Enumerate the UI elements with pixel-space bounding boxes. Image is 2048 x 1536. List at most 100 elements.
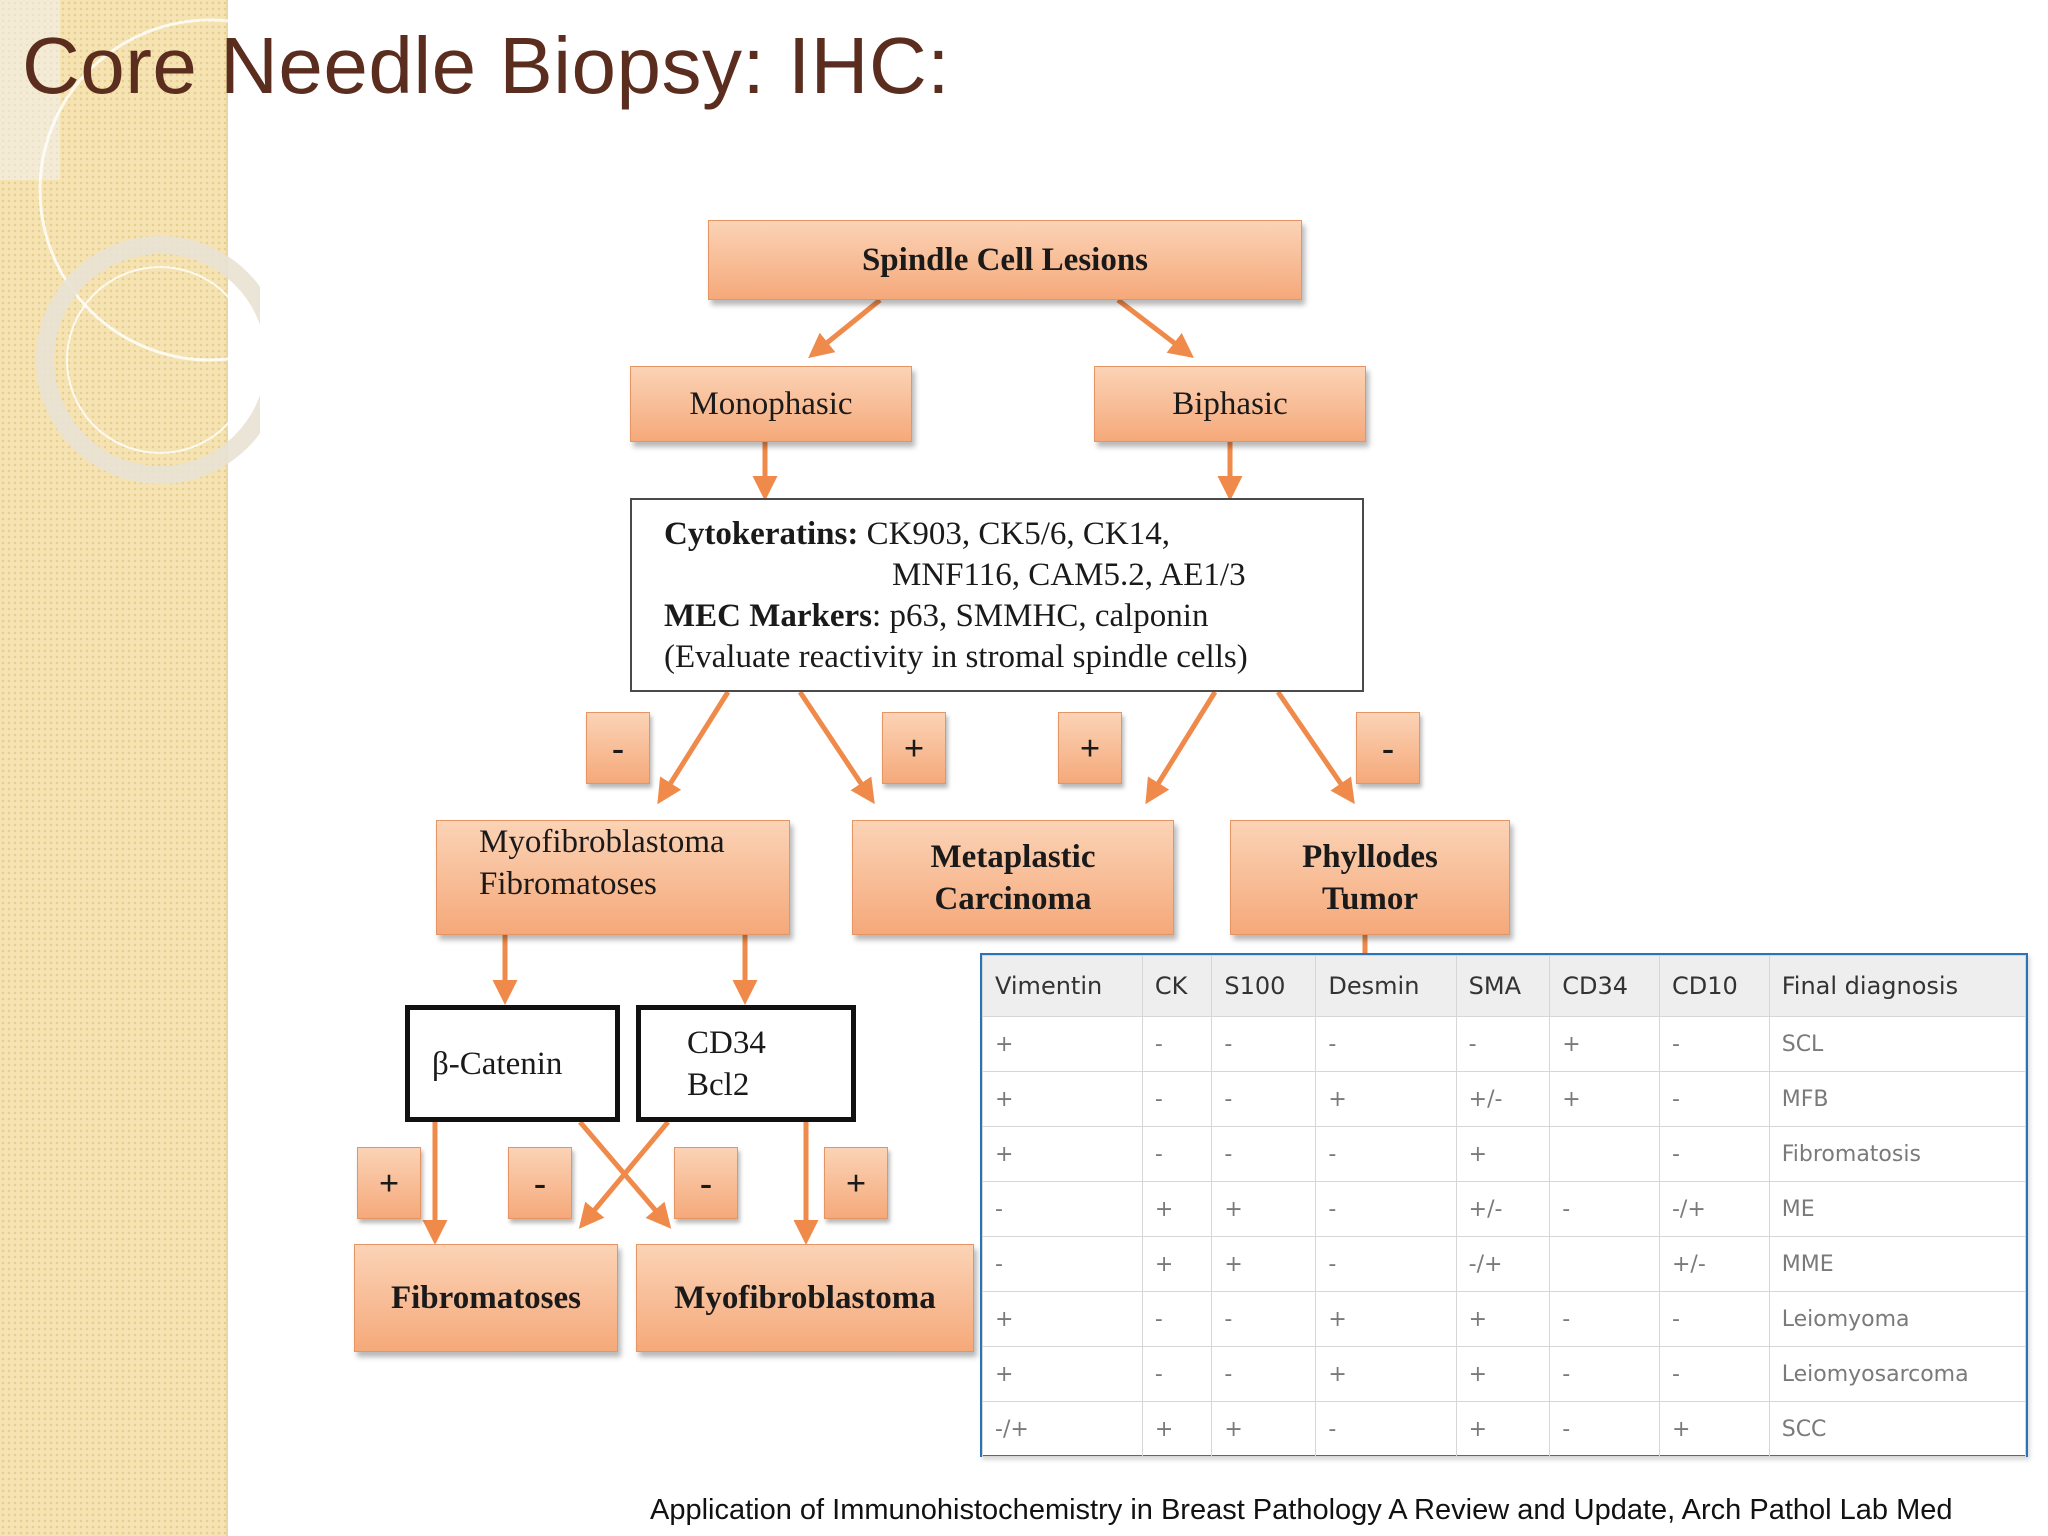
cytokeratins-list-2: MNF116, CAM5.2, AE1/3: [892, 557, 1246, 593]
mec-line: MEC Markers: p63, SMMHC, calponin: [664, 596, 1362, 637]
citation: Application of Immunohistochemistry in B…: [650, 1494, 1953, 1526]
node-spindle-cell-lesions: Spindle Cell Lesions: [708, 220, 1302, 300]
node-marker-panel: Cytokeratins: CK903, CK5/6, CK14, MNF116…: [630, 498, 1364, 692]
arrow-cd34-fibromatoses: [578, 1120, 670, 1229]
table-header-cell: Vimentin: [982, 955, 1143, 1017]
table-cell: -: [1211, 1071, 1317, 1127]
table-cell: +: [1211, 1236, 1317, 1292]
sign-negative-4: -: [674, 1147, 738, 1219]
cytokeratins-label: Cytokeratins:: [664, 516, 859, 552]
table-cell: -: [1141, 1071, 1213, 1127]
table-row: + - - - - + - SCL: [982, 1016, 2027, 1072]
table-header-row: Vimentin CK S100 Desmin SMA CD34 CD10 Fi…: [982, 955, 2027, 1017]
table-cell: ME: [1768, 1181, 2027, 1237]
table-cell: -: [1315, 1016, 1457, 1072]
arrow-root-biphasic: [1116, 298, 1194, 359]
table-cell: -: [1455, 1016, 1551, 1072]
table-cell: -: [982, 1181, 1143, 1237]
table-cell: +: [982, 1016, 1143, 1072]
table-row: + - - + + - - Leiomyosarcoma: [982, 1346, 2027, 1402]
table-cell: -: [1211, 1016, 1317, 1072]
table-cell: +: [1315, 1291, 1457, 1347]
table-cell: [1549, 1236, 1660, 1292]
sign-negative-1: -: [586, 712, 650, 784]
sign-negative-3: -: [508, 1147, 572, 1219]
table-cell: -/+: [1658, 1181, 1770, 1237]
node-label-line-1: Metaplastic: [930, 838, 1096, 875]
table-cell: -: [1315, 1236, 1457, 1292]
evaluation-note: (Evaluate reactivity in stromal spindle …: [664, 639, 1248, 675]
table-cell: +: [982, 1126, 1143, 1182]
node-label-line-1: Phyllodes: [1302, 838, 1438, 875]
table-cell: -: [1315, 1401, 1457, 1457]
table-cell: Leiomyoma: [1768, 1291, 2027, 1347]
table-row: + - - + +/- + - MFB: [982, 1071, 2027, 1127]
table-cell: +: [1658, 1401, 1770, 1457]
stain-label-bcl2: Bcl2: [687, 1066, 750, 1103]
table-cell: -: [1658, 1126, 1770, 1182]
node-label-line-2: Fibromatoses: [479, 866, 657, 902]
node-myofibroblastoma-fibromatoses: Myofibroblastoma Fibromatoses: [436, 820, 790, 935]
node-cd34-bcl2: CD34 Bcl2: [636, 1005, 856, 1122]
sign-negative-2: -: [1356, 712, 1420, 784]
table-cell: +: [982, 1071, 1143, 1127]
cytokeratins-list-1: CK903, CK5/6, CK14,: [858, 516, 1171, 552]
table-header-cell: Desmin: [1315, 955, 1457, 1017]
table-header-cell: SMA: [1455, 955, 1551, 1017]
ihc-table: Vimentin CK S100 Desmin SMA CD34 CD10 Fi…: [980, 953, 2028, 1457]
node-metaplastic-carcinoma: Metaplastic Carcinoma: [852, 820, 1174, 935]
table-cell: -: [982, 1236, 1143, 1292]
table-cell: -: [1211, 1126, 1317, 1182]
table-row: -/+ + + - + - + SCC: [982, 1401, 2027, 1457]
table-cell: -: [1658, 1291, 1770, 1347]
table-cell: -: [1549, 1291, 1660, 1347]
table-cell: +: [1141, 1236, 1213, 1292]
table-cell: +: [1455, 1401, 1551, 1457]
table-cell: +: [1315, 1346, 1457, 1402]
table-cell: MME: [1768, 1236, 2027, 1292]
sign-positive-4: +: [824, 1147, 888, 1219]
table-cell: +: [1211, 1401, 1317, 1457]
table-cell: MFB: [1768, 1071, 2027, 1127]
arrow-markers-myofib: [657, 690, 731, 805]
table-cell: +: [982, 1346, 1143, 1402]
node-label-line-2: Tumor: [1322, 880, 1418, 917]
table-cell: Fibromatosis: [1768, 1126, 2027, 1182]
table-cell: +/-: [1455, 1181, 1551, 1237]
table-cell: -: [1315, 1126, 1457, 1182]
table-cell: +/-: [1455, 1071, 1551, 1127]
stain-label-cd34: CD34: [687, 1024, 766, 1061]
decorative-circles: [0, 0, 260, 484]
table-header-cell: CD34: [1549, 955, 1660, 1017]
table-cell: +: [1141, 1181, 1213, 1237]
node-label: Biphasic: [1172, 386, 1288, 422]
table-cell: [1549, 1126, 1660, 1182]
stain-label: β-Catenin: [432, 1045, 563, 1082]
mec-label: MEC Markers: [664, 598, 873, 634]
table-cell: -: [1549, 1401, 1660, 1457]
mec-list: : p63, SMMHC, calponin: [872, 598, 1209, 634]
table-cell: -/+: [982, 1401, 1143, 1457]
node-label: Monophasic: [689, 386, 853, 422]
table-row: - + + - -/+ +/- MME: [982, 1236, 2027, 1292]
table-header-cell: CK: [1141, 955, 1213, 1017]
table-cell: -: [1211, 1346, 1317, 1402]
node-label: Myofibroblastoma: [674, 1280, 936, 1316]
table-cell: +: [1549, 1016, 1660, 1072]
sign-positive-2: +: [1058, 712, 1122, 784]
table-cell: -: [1549, 1346, 1660, 1402]
table-header-cell: S100: [1211, 955, 1317, 1017]
table-cell: +: [1549, 1071, 1660, 1127]
sign-positive-3: +: [357, 1147, 421, 1219]
arrow-markers-phyllodes: [1275, 690, 1355, 805]
arrow-markers-metaplastic-2: [1145, 690, 1218, 805]
node-label-line-1: Myofibroblastoma: [479, 824, 725, 860]
table-header-cell: CD10: [1658, 955, 1770, 1017]
table-row: - + + - +/- - -/+ ME: [982, 1181, 2027, 1237]
table-cell: -: [1658, 1016, 1770, 1072]
node-monophasic: Monophasic: [630, 366, 912, 442]
node-phyllodes-tumor: Phyllodes Tumor: [1230, 820, 1510, 935]
table-cell: +: [1455, 1291, 1551, 1347]
table-row: + - - - + - Fibromatosis: [982, 1126, 2027, 1182]
table-cell: -: [1315, 1181, 1457, 1237]
